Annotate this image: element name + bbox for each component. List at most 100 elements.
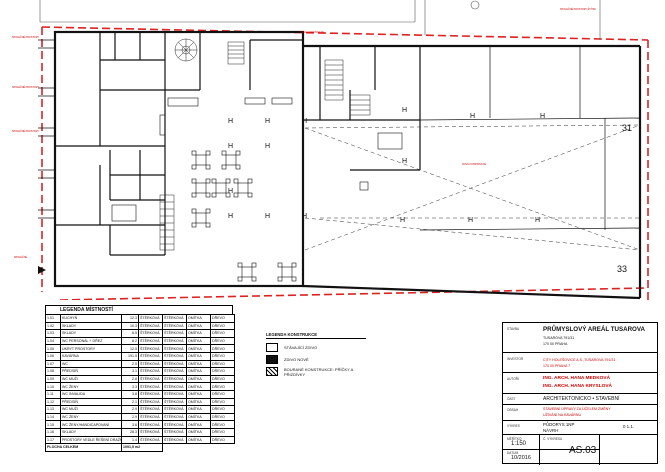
tb-sheet-number: AS.03: [569, 445, 597, 456]
table-cell-num: 1.01: [45, 314, 61, 323]
tb-investor-label: INVESTOR: [507, 357, 524, 361]
table-cell-num: 1.15: [45, 420, 61, 429]
table-cell-area: 3.1: [121, 367, 139, 376]
table-cell-c3: OMÍTKA: [186, 427, 211, 437]
table-cell-c4: DŘEVO: [210, 321, 235, 331]
table-cell-c3: OMÍTKA: [186, 336, 211, 346]
table-cell-c1: ŠTĚRKOVÁ: [138, 412, 163, 422]
table-cell-name: WC: [60, 359, 122, 369]
table-cell-c2: ŠTĚRKOVÁ: [162, 382, 187, 391]
table-cell-area: 3.3: [121, 382, 139, 391]
tb-content-label: OBSAH: [507, 408, 519, 412]
table-cell-c4: DŘEVO: [210, 374, 235, 384]
tb-project-addr2: 170 00 PRAHA: [543, 342, 568, 346]
table-cell-c2: ŠTĚRKOVÁ: [162, 314, 187, 323]
table-cell-name: WC ŽENY: [60, 382, 122, 391]
tb-project-title: PRŮMYSLOVÝ AREÁL TUSAROVA: [543, 326, 645, 333]
table-cell-num: 1.14: [45, 412, 61, 422]
structural-grid-lines: [304, 124, 641, 251]
table-cell-c2: ŠTĚRKOVÁ: [162, 397, 187, 407]
table-cell-c2: ŠTĚRKOVÁ: [162, 389, 187, 399]
table-cell-name: WC ŽENY: [60, 412, 122, 422]
room-number-31: 31: [622, 123, 632, 133]
table-cell-c4: DŘEVO: [210, 344, 235, 353]
tb-author1: ING. ARCH. HANA MEDKOVÁ: [543, 376, 611, 381]
table-cell-c2: ŠTĚRKOVÁ: [162, 412, 187, 422]
tb-divider: [599, 435, 600, 465]
svg-text:H: H: [228, 213, 233, 220]
legend-swatch: [266, 355, 278, 364]
svg-text:H: H: [228, 118, 233, 125]
table-cell-c1: ŠTĚRKOVÁ: [138, 359, 163, 369]
table-cell-name: WC MUŽI: [60, 405, 122, 414]
table-cell-c3: OMÍTKA: [186, 382, 211, 391]
table-cell-area: 28.3: [121, 427, 139, 437]
table-cell-area: 191.5: [121, 351, 139, 361]
svg-text:SPOLEČNÉ: SPOLEČNÉ: [14, 256, 27, 259]
table-group: [221, 150, 241, 170]
table-cell-area: 3.6: [121, 420, 139, 429]
construction-legend: LEGENDA KONSTRUKCE STÁVAJÍCÍ ZDIVO ZDIVO …: [266, 332, 366, 379]
svg-text:SPOLEČNÉ PROSTORY: SPOLEČNÉ PROSTORY: [12, 130, 39, 133]
table-cell-c2: ŠTĚRKOVÁ: [162, 405, 187, 414]
site-boundary: [41, 26, 649, 300]
table-group: [211, 178, 231, 198]
legend-label: STÁVAJÍCÍ ZDIVO: [284, 345, 318, 350]
exit-note: SPOLEČNÉ PROSTORY ŠTÍTKU: [560, 8, 596, 11]
legend-item: STÁVAJÍCÍ ZDIVO: [266, 343, 366, 352]
table-cell-c2: ŠTĚRKOVÁ: [162, 367, 187, 376]
table-cell-c3: OMÍTKA: [186, 321, 211, 331]
tb-part-row: ČÁST ARCHITEKTONICKO • STAVEBNÍ: [503, 394, 657, 405]
table-cell-c2: ŠTĚRKOVÁ: [162, 435, 187, 445]
table-cell-c2: ŠTĚRKOVÁ: [162, 351, 187, 361]
construction-legend-title: LEGENDA KONSTRUKCE: [266, 332, 366, 339]
svg-text:H: H: [540, 113, 545, 120]
table-total-empty: [163, 444, 235, 452]
table-cell-name: SKLADY: [60, 329, 122, 338]
table-cell-name: WC ŽENY/HANDICAPOVANÍ: [60, 420, 122, 429]
table-cell-name: KAVÁRNA: [60, 351, 122, 361]
tb-format: 0 1.1.: [623, 424, 634, 429]
table-cell-c1: ŠTĚRKOVÁ: [138, 314, 163, 323]
tb-divider: [503, 449, 599, 450]
table-cell-c3: OMÍTKA: [186, 435, 211, 445]
tb-date: 10/2016: [511, 455, 531, 461]
table-cell-c4: DŘEVO: [210, 412, 235, 422]
tb-investor-line2: 170 00 PRAHA 7: [543, 364, 571, 368]
facade-openings: [38, 39, 55, 219]
table-cell-c3: OMÍTKA: [186, 329, 211, 338]
svg-text:SPOLEČNÉ PROSTORY: SPOLEČNÉ PROSTORY: [12, 86, 39, 89]
table-cell-name: SKLADY: [60, 321, 122, 331]
tb-stavba-label: STAVBA: [507, 327, 520, 331]
table-cell-num: 1.05: [45, 344, 61, 353]
svg-text:H: H: [402, 107, 407, 114]
room-legend-title: LEGENDA MÍSTNOSTÍ: [45, 305, 233, 314]
table-cell-c3: OMÍTKA: [186, 412, 211, 422]
svg-text:H: H: [228, 188, 233, 195]
table-cell-name: PŘEDSÍŇ: [60, 367, 122, 376]
table-cell-c2: ŠTĚRKOVÁ: [162, 344, 187, 353]
table-cell-name: PROSTORY VEDLE ŘEŠENÍ DRAŽKY: [60, 435, 122, 445]
table-cell-num: 1.03: [45, 329, 61, 338]
legend-item: ZDIVO NOVÉ: [266, 355, 366, 364]
table-cell-c3: OMÍTKA: [186, 359, 211, 369]
table-cell-c4: DŘEVO: [210, 397, 235, 407]
table-cell-c2: ŠTĚRKOVÁ: [162, 321, 187, 331]
table-cell-num: 1.06: [45, 351, 61, 361]
tb-author2: ING. ARCH. HANA KRYSLOVÁ: [543, 384, 613, 389]
svg-text:H: H: [265, 118, 270, 125]
interior-walls: [55, 32, 421, 256]
svg-text:NOVÁ KONSTRUKCE: NOVÁ KONSTRUKCE: [300, 31, 324, 34]
table-cell-area: 6.5: [121, 329, 139, 338]
table-cell-area: 10.3: [121, 321, 139, 331]
table-cell-c1: ŠTĚRKOVÁ: [138, 382, 163, 391]
